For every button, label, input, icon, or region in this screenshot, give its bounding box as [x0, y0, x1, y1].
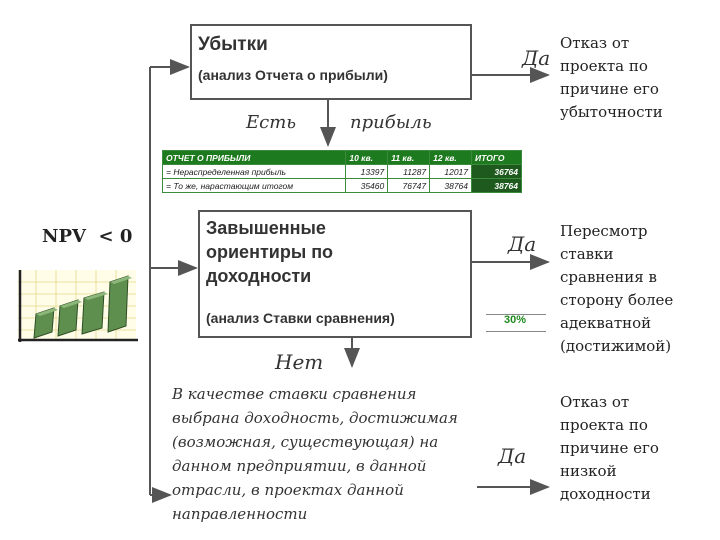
report-cell: 76747 [388, 179, 430, 193]
targets-title-line: Завышенные [206, 218, 326, 239]
losses-title: Убытки [198, 34, 268, 56]
outcome-line: (достижимой) [560, 335, 673, 358]
outcome-line: доходности [560, 483, 659, 506]
note-line: отрасли, в проектах данной [172, 478, 458, 502]
money-chart-icon [14, 268, 140, 344]
table-row: = То же, нарастающим итогом 35460 76747 … [163, 179, 522, 193]
targets-box: Завышенные ориентиры по доходности (анал… [198, 210, 472, 338]
outcome-line: Отказ от [560, 32, 663, 55]
report-cell: 13397 [346, 165, 388, 179]
outcome-line: убыточности [560, 101, 663, 124]
report-header-row: ОТЧЕТ О ПРИБЫЛИ 10 кв. 11 кв. 12 кв. ИТО… [163, 151, 522, 165]
outcome-top: Отказ от проекта по причине его убыточно… [560, 32, 663, 124]
note-line: выбрана доходность, достижимая [172, 406, 458, 430]
targets-title-line: доходности [206, 266, 311, 287]
rate-value: 30% [504, 314, 526, 326]
targets-subtitle: (анализ Ставки сравнения) [206, 310, 395, 326]
report-cell: 11287 [388, 165, 430, 179]
outcome-line: сравнения в [560, 266, 673, 289]
outcome-middle: Пересмотр ставки сравнения в сторону бол… [560, 220, 673, 358]
targets-title-line: ориентиры по [206, 242, 333, 263]
report-total-cell: 36764 [472, 165, 522, 179]
losses-subtitle: (анализ Отчета о прибыли) [198, 67, 388, 83]
label-est: Есть [246, 112, 296, 133]
outcome-line: проекта по [560, 55, 663, 78]
note-line: (возможная, существующая) на [172, 430, 458, 454]
note-line: данном предприятии, в данной [172, 454, 458, 478]
report-header-cell: ОТЧЕТ О ПРИБЫЛИ [163, 151, 346, 165]
comparison-note: В качестве ставки сравнения выбрана дохо… [172, 382, 458, 526]
npv-label: NPV < 0 [42, 226, 132, 247]
outcome-line: Отказ от [560, 391, 659, 414]
outcome-line: Пересмотр [560, 220, 673, 243]
outcome-bottom: Отказ от проекта по причине его низкой д… [560, 391, 659, 506]
report-cell: 38764 [430, 179, 472, 193]
report-cell: = То же, нарастающим итогом [163, 179, 346, 193]
outcome-line: адекватной [560, 312, 673, 335]
yes-label-middle: Да [508, 232, 536, 256]
report-header-cell: ИТОГО [472, 151, 522, 165]
report-cell: 12017 [430, 165, 472, 179]
outcome-line: ставки [560, 243, 673, 266]
report-header-cell: 11 кв. [388, 151, 430, 165]
table-row: = Нераспределенная прибыль 13397 11287 1… [163, 165, 522, 179]
report-total-cell: 38764 [472, 179, 522, 193]
losses-box: Убытки (анализ Отчета о прибыли) [190, 24, 472, 100]
label-pribyl: прибыль [350, 112, 432, 133]
note-line: направленности [172, 502, 458, 526]
report-header-cell: 10 кв. [346, 151, 388, 165]
profit-report-table: ОТЧЕТ О ПРИБЫЛИ 10 кв. 11 кв. 12 кв. ИТО… [162, 150, 522, 193]
note-line: В качестве ставки сравнения [172, 382, 458, 406]
outcome-line: причине его [560, 78, 663, 101]
outcome-line: проекта по [560, 414, 659, 437]
report-cell: = Нераспределенная прибыль [163, 165, 346, 179]
outcome-line: сторону более [560, 289, 673, 312]
outcome-line: причине его [560, 437, 659, 460]
yes-label-bottom: Да [498, 444, 526, 468]
label-net: Нет [275, 350, 323, 374]
outcome-line: низкой [560, 460, 659, 483]
report-header-cell: 12 кв. [430, 151, 472, 165]
report-cell: 35460 [346, 179, 388, 193]
yes-label-top: Да [522, 46, 550, 70]
